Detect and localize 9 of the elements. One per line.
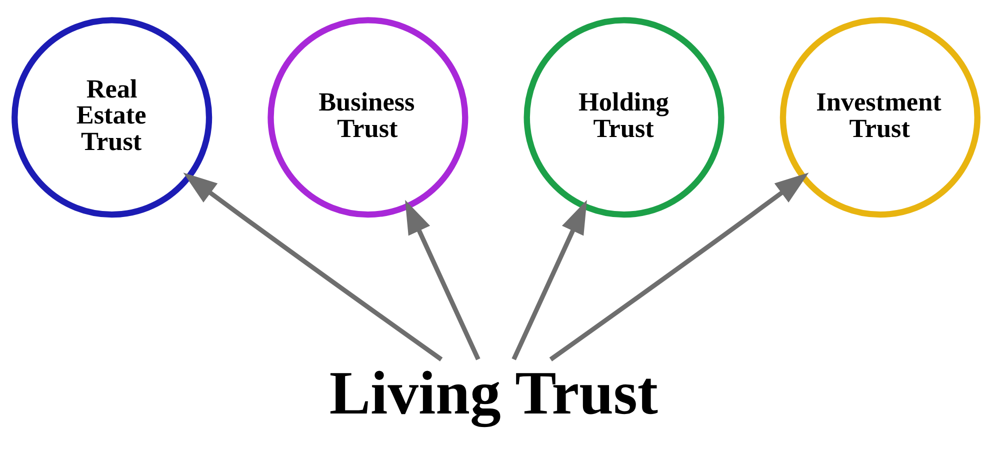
node-text: Living Trust: [329, 359, 658, 428]
node-circle: Holding Trust: [524, 16, 724, 218]
arrow: [512, 199, 587, 360]
node-circle: Investment Trust: [780, 16, 980, 218]
arrow: [405, 199, 480, 360]
node-circle: Real Estate Trust: [12, 16, 212, 218]
arrow: [549, 172, 809, 361]
node-circle: Business Trust: [268, 16, 468, 218]
arrow: [183, 172, 443, 361]
